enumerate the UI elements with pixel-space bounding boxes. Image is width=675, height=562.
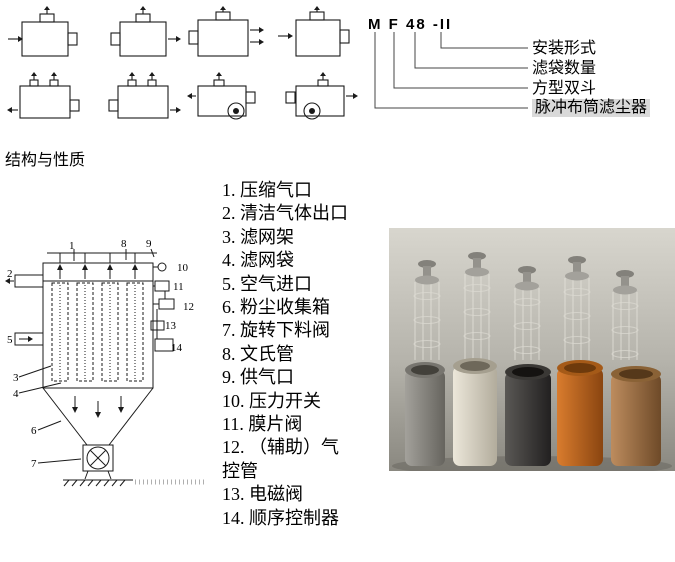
parts-list-item: 9. 供气口 xyxy=(222,367,294,388)
schematic-label-1: 1 xyxy=(69,240,75,252)
parts-list-item: 11. 膜片阀 xyxy=(222,414,303,435)
dust-collector-schematic: 1 2 3 4 5 6 7 8 9 10 11 12 13 14 xyxy=(5,238,205,487)
installation-diagram-4 xyxy=(278,6,350,57)
schematic-label-6: 6 xyxy=(31,425,37,437)
installation-diagram-1 xyxy=(8,6,78,57)
schematic-label-5: 5 xyxy=(7,334,13,346)
schematic-label-4: 4 xyxy=(13,388,19,400)
installation-diagram-7 xyxy=(187,72,256,120)
parts-list-item: 3. 滤网架 xyxy=(222,226,294,247)
schematic-label-11: 11 xyxy=(173,281,184,293)
installation-diagram-5 xyxy=(7,72,80,119)
parts-list-item: 4. 滤网袋 xyxy=(222,250,294,271)
schematic-label-13: 13 xyxy=(165,320,177,332)
parts-list-item: 12. （辅助）气控管 xyxy=(222,437,339,481)
schematic-label-14: 14 xyxy=(171,342,183,354)
schematic-label-2: 2 xyxy=(7,268,13,280)
model-label-bag-count: 滤袋数量 xyxy=(532,60,597,77)
parts-list-item: 8. 文氏管 xyxy=(222,343,294,364)
schematic-label-9: 9 xyxy=(146,238,152,250)
model-code: M F 48 -II xyxy=(368,16,453,33)
schematic-label-12: 12 xyxy=(183,301,194,313)
filter-components-photo xyxy=(389,228,675,471)
schematic-label-7: 7 xyxy=(31,458,37,470)
model-label-product-name: 脉冲布筒滤尘器 xyxy=(532,99,651,117)
parts-list: 1. 压缩气口 2. 清洁气体出口 3. 滤网架 4. 滤网袋 5. 空气进口 … xyxy=(222,179,349,530)
parts-list-item: 5. 空气进口 xyxy=(222,273,312,294)
parts-list-item: 10. 压力开关 xyxy=(222,390,321,411)
parts-list-item: 14. 顺序控制器 xyxy=(222,507,339,528)
parts-list-item: 1. 压缩气口 xyxy=(222,180,312,200)
parts-list-item: 7. 旋转下料阀 xyxy=(222,320,330,341)
installation-diagram-6 xyxy=(108,72,181,119)
installation-diagram-2 xyxy=(110,6,181,57)
parts-list-item: 6. 粉尘收集箱 xyxy=(222,297,330,318)
schematic-label-10: 10 xyxy=(177,262,189,274)
section-title: 结构与性质 xyxy=(5,152,86,169)
model-code-connector-lines xyxy=(374,32,528,109)
model-label-installation-form: 安装形式 xyxy=(532,40,597,57)
model-label-square-double-hopper: 方型双斗 xyxy=(532,80,597,97)
parts-list-item: 13. 电磁阀 xyxy=(222,484,303,505)
schematic-label-8: 8 xyxy=(121,238,127,250)
installation-diagram-3 xyxy=(188,6,264,57)
parts-list-item: 2. 清洁气体出口 xyxy=(222,203,348,224)
installation-diagram-8 xyxy=(285,72,358,120)
schematic-label-3: 3 xyxy=(13,372,19,384)
installation-diagrams-grid xyxy=(6,6,364,132)
